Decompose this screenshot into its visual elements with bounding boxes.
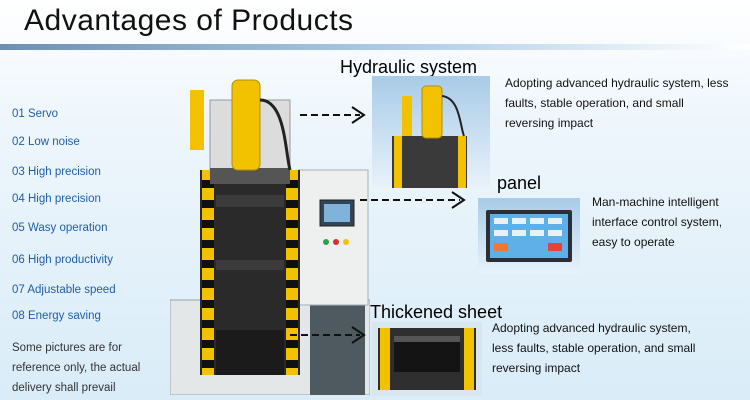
- panel-image: [478, 198, 580, 274]
- sheet-image: [372, 322, 482, 396]
- arrow-hydraulic: [300, 106, 366, 124]
- hydraulic-heading: Hydraulic system: [340, 57, 478, 77]
- sheet-heading: Thickened sheet: [370, 302, 503, 322]
- page-title: Advantages of Products: [24, 4, 354, 37]
- feature-item: 01 Servo: [12, 108, 59, 120]
- arrow-panel: [360, 191, 466, 209]
- disclaimer-note: Some pictures are for reference only, th…: [12, 342, 141, 394]
- feature-item: 07 Adjustable speed: [12, 284, 116, 296]
- arrow-sheet: [290, 326, 366, 344]
- title-underline: [0, 44, 750, 50]
- title-bar: Advantages of Products: [0, 0, 750, 44]
- sheet-description: Adopting advanced hydraulic system, less…: [492, 321, 696, 375]
- feature-item: 08 Energy saving: [12, 310, 101, 322]
- hydraulic-description: Adopting advanced hydraulic system, less…: [505, 76, 729, 130]
- feature-item: 02 Low noise: [12, 136, 80, 148]
- panel-heading: panel: [497, 173, 542, 193]
- feature-item: 05 Wasy operation: [12, 222, 108, 234]
- panel-description: Man-machine intelligent interface contro…: [592, 195, 723, 249]
- feature-item: 06 High productivity: [12, 254, 113, 266]
- feature-item: 04 High precision: [12, 193, 101, 205]
- feature-item: 03 High precision: [12, 166, 101, 178]
- machine-image: [170, 79, 370, 395]
- hydraulic-image: [372, 76, 490, 188]
